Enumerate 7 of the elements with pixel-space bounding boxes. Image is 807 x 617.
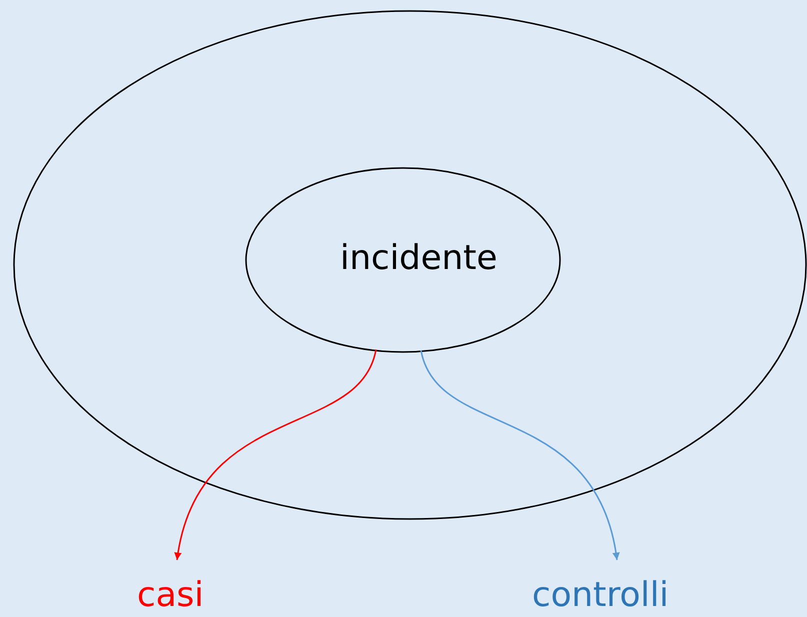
node-label: incidente	[340, 241, 498, 275]
arrow	[420, 350, 620, 560]
label-text: casi	[137, 578, 217, 616]
arrow	[174, 349, 377, 560]
label-text: controlli	[532, 578, 702, 616]
outer-ellipse	[13, 10, 807, 520]
inner-ellipse	[245, 167, 561, 353]
